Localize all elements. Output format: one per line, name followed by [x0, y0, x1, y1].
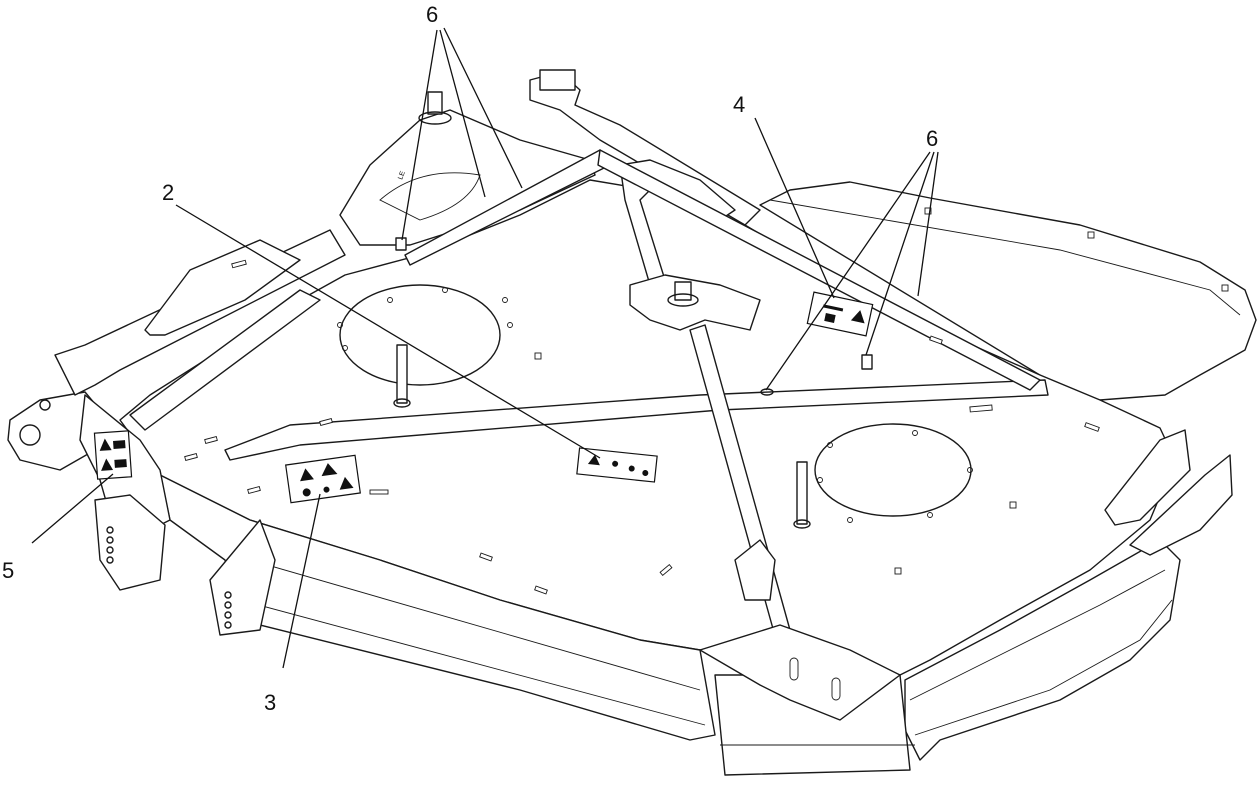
left-spindle-opening — [339, 284, 501, 386]
rib-end-bracket — [734, 539, 776, 601]
decal-5 — [93, 430, 133, 480]
left-belt-shield — [144, 239, 301, 336]
decal-3 — [285, 454, 389, 504]
right-post — [796, 461, 808, 525]
right-rear-bracket — [1104, 429, 1191, 526]
center-spindle-nut — [674, 281, 692, 301]
center-spindle-bracket — [629, 274, 761, 331]
callout-5: 5 — [2, 558, 14, 583]
horizontal-rib — [224, 379, 1049, 461]
right-skirt — [904, 539, 1181, 761]
top-spindle-nut — [427, 91, 443, 115]
front-left-bracket — [209, 519, 276, 636]
callout-4: 4 — [733, 92, 745, 117]
callout-2: 2 — [162, 180, 174, 205]
mounting-holes — [337, 287, 973, 523]
grease-fitting-top — [395, 237, 407, 251]
callout-3: 3 — [264, 690, 276, 715]
left-post — [396, 344, 408, 404]
left-mount-bracket — [94, 494, 166, 591]
deck-slots — [184, 207, 1229, 595]
diagonal-rib-right — [597, 149, 1041, 391]
right-rear-hitch — [1129, 454, 1233, 556]
leader-lines — [31, 27, 939, 669]
grease-fitting-right — [861, 354, 873, 370]
idler-pulley-block — [539, 69, 576, 91]
callout-6-right: 6 — [926, 126, 938, 151]
right-spindle-opening — [814, 423, 972, 517]
diagonal-rib-left — [129, 289, 321, 431]
callout-6-top: 6 — [426, 2, 438, 27]
deck-marking: LE — [397, 170, 407, 181]
front-skirt — [159, 474, 716, 741]
decal-4 — [806, 291, 874, 337]
front-right-bracket — [699, 624, 901, 721]
